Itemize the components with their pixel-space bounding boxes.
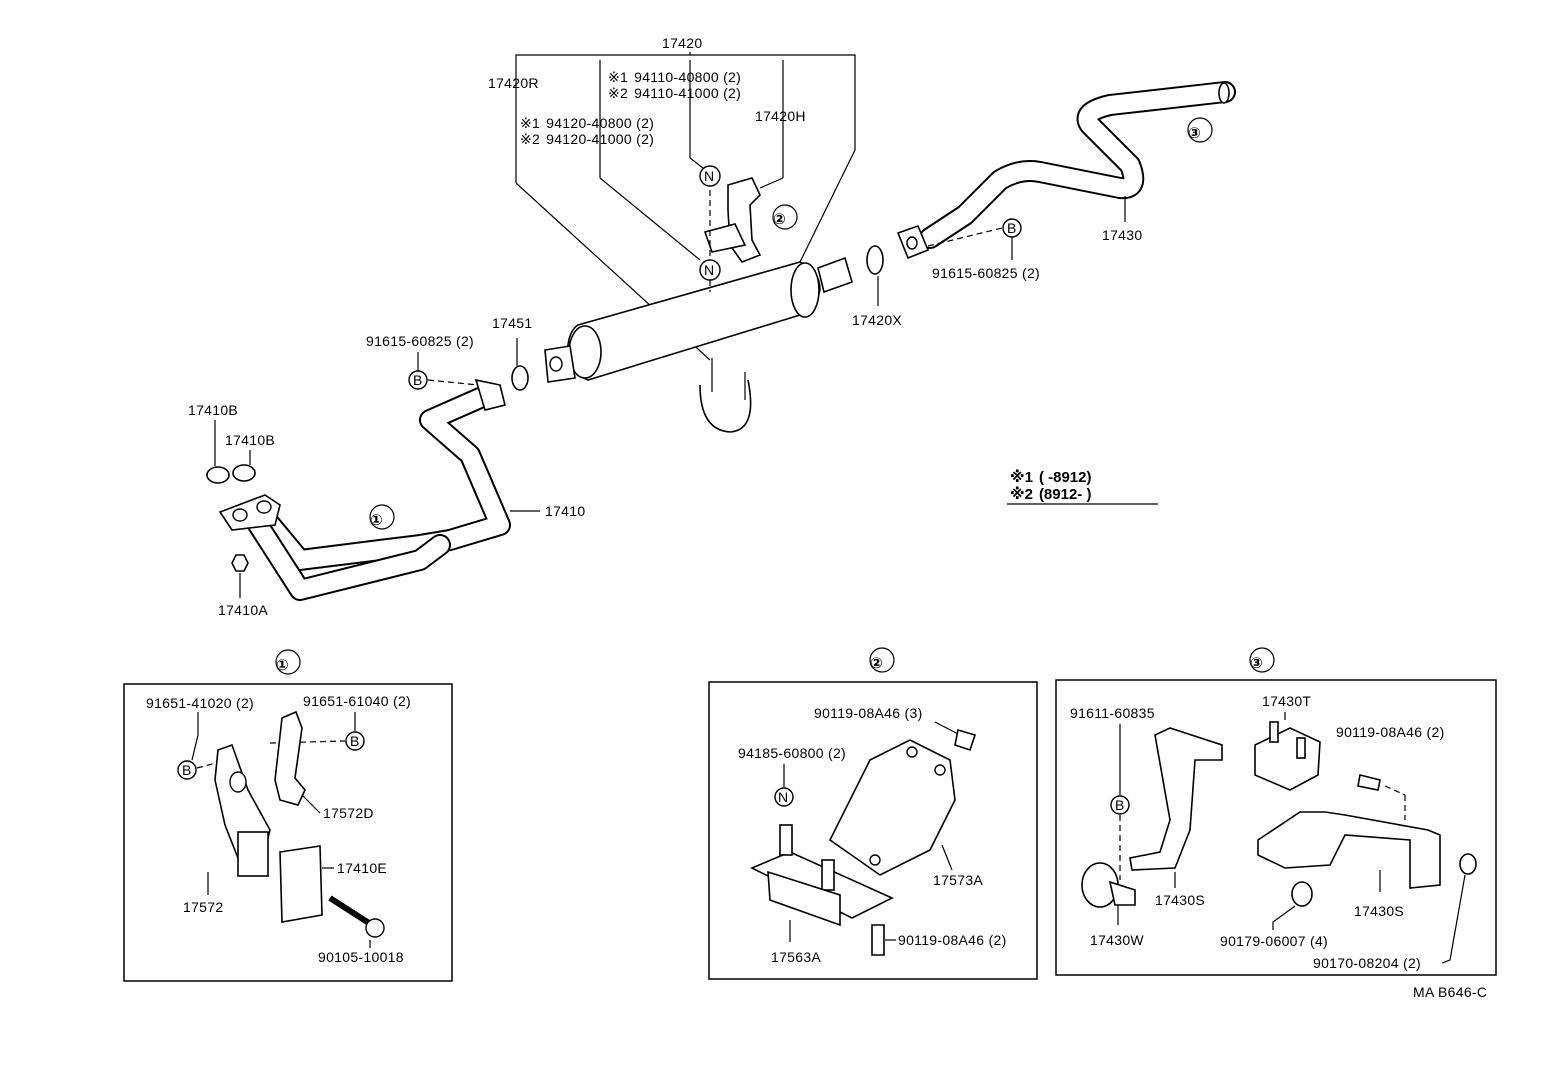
- detail-3-cushion-label: 90179-06007 (4): [1220, 933, 1328, 949]
- b-marker-tailpipe: B: [1007, 220, 1017, 236]
- detail-1-b-marker-a: B: [182, 762, 192, 778]
- detail-1-bolt-c-label: 90105-10018: [318, 949, 404, 965]
- detail-2-insulator-label: 17563A: [771, 949, 821, 965]
- rear-gasket: [866, 245, 884, 275]
- callout-1-marker: ①: [370, 512, 383, 529]
- detail-3-nut: [1459, 853, 1477, 875]
- detail-3-box: [1055, 679, 1497, 976]
- front-bolt-label: 91615-60825 (2): [366, 333, 474, 349]
- legend-line-2: ※2(8912- ): [1010, 485, 1091, 503]
- manifold-nut: [231, 554, 249, 572]
- detail-2-title: ②: [870, 655, 883, 672]
- muffler: [544, 256, 853, 383]
- detail-3-bracket-left-label: 17430S: [1155, 892, 1205, 908]
- n-marker-1: N: [704, 168, 714, 184]
- manifold-gasket-1: [206, 466, 230, 484]
- detail-1-bolt-b-label: 91651-61040 (2): [303, 693, 411, 709]
- detail-1-bolt-a-label: 91651-41020 (2): [146, 695, 254, 711]
- legend-line-1: ※1( -8912): [1010, 468, 1091, 486]
- tailpipe-bolt-label: 91615-60825 (2): [932, 265, 1040, 281]
- detail-2-bolt-bottom-label: 90119-08A46 (2): [898, 932, 1007, 948]
- detail-1-bracket-d-label: 17572D: [323, 805, 374, 821]
- detail-1-box: [123, 683, 453, 982]
- hanger-17420h: N N: [699, 165, 762, 292]
- n-marker-2: N: [704, 262, 714, 278]
- manifold-gasket-2: [232, 464, 256, 482]
- detail-3-clamp-label: 17430W: [1090, 932, 1144, 948]
- detail-3-cushion: [1291, 881, 1313, 907]
- detail-2-bracket: [828, 739, 956, 876]
- detail-2-bottom-bolt: [871, 924, 885, 956]
- detail-1-b-marker-b: B: [350, 733, 360, 749]
- muffler-assy-label: 17420R: [488, 75, 539, 91]
- detail-3-bolt-right-label: 90119-08A46 (2): [1336, 724, 1445, 740]
- detail-1-title: ①: [276, 657, 289, 674]
- hanger-label: 17420H: [755, 108, 806, 124]
- callout-2-marker: ②: [773, 211, 786, 228]
- manifold-gasket-1-label: 17410B: [188, 402, 238, 418]
- detail-2-nut-label: 94185-60800 (2): [738, 745, 846, 761]
- front-pipe-label: 17410: [545, 503, 585, 519]
- detail-2-bracket-label: 17573A: [933, 872, 983, 888]
- detail-1-bracket-label: 17572: [183, 899, 223, 915]
- drawing-code: MA B646-C: [1413, 984, 1487, 1000]
- detail-3-b-marker: B: [1115, 797, 1125, 813]
- detail-3-bracket-right: [1257, 811, 1441, 889]
- detail-1-mount-label: 17410E: [337, 860, 387, 876]
- front-pipe-17410: [218, 378, 511, 601]
- front-gasket-label: 17451: [492, 315, 532, 331]
- detail-1-bracket-d: [274, 710, 306, 806]
- detail-3-title: ③: [1250, 655, 1263, 672]
- tailpipe-17430: [896, 81, 1236, 260]
- date-legend: ※1( -8912) ※2(8912- ): [1007, 468, 1158, 505]
- muffler-strap: [699, 379, 752, 433]
- detail-3-bolt-left-label: 91611-60835: [1070, 705, 1155, 721]
- detail-1-mount: [279, 845, 323, 923]
- detail-2-box: [708, 681, 1038, 980]
- manifold-gasket-2-label: 17410B: [225, 432, 275, 448]
- group-number-label: 17420: [662, 35, 702, 51]
- tailpipe-label: 17430: [1102, 227, 1142, 243]
- detail-3-bracket-right-label: 17430S: [1354, 903, 1404, 919]
- detail-2-bolt-top-label: 90119-08A46 (3): [814, 705, 923, 721]
- b-marker-front: B: [413, 372, 423, 388]
- callout-3-marker: ③: [1188, 125, 1201, 142]
- front-gasket: [511, 365, 529, 391]
- rear-gasket-label: 17420X: [852, 312, 902, 328]
- manifold-nut-label: 17410A: [218, 602, 268, 618]
- detail-3-bracket-left: [1129, 727, 1223, 871]
- detail-3-insulator-label: 17430T: [1262, 693, 1311, 709]
- detail-3-nut-label: 90170-08204 (2): [1313, 955, 1421, 971]
- detail-3-insulator: [1254, 727, 1321, 791]
- detail-2-n-marker: N: [778, 789, 788, 805]
